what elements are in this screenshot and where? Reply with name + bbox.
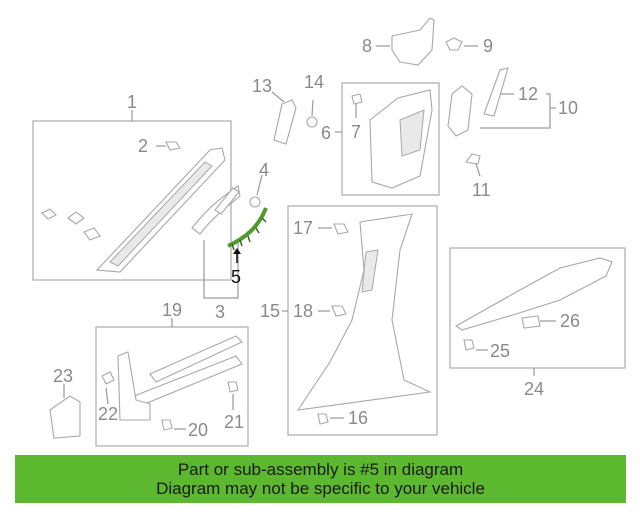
clip-17: [333, 223, 349, 235]
clip-part: [165, 141, 181, 151]
callout-6: 6: [321, 123, 331, 143]
clip-part: [83, 227, 101, 241]
callout-24: 24: [524, 379, 544, 399]
callout-15: 15: [260, 301, 280, 321]
clip-21: [227, 381, 239, 393]
clip-25: [463, 339, 475, 351]
callout-26: 26: [560, 311, 580, 331]
leader-13: [271, 91, 285, 103]
callout-10: 10: [558, 98, 578, 118]
screw-14: [306, 116, 318, 128]
group-box-24: [449, 247, 626, 369]
callout-8: 8: [362, 36, 372, 56]
pillar-trim-1-inner: [109, 161, 213, 267]
bracket-8: [391, 17, 435, 66]
callout-13: 13: [252, 76, 272, 96]
info-banner: Part or sub-assembly is #5 in diagram Di…: [15, 455, 626, 503]
screw-11: [465, 153, 481, 165]
leader-5-arrow: [233, 248, 241, 254]
b-pillar-15: [296, 213, 432, 411]
leader-10: [480, 93, 551, 129]
sill-plate-19c: [117, 351, 151, 421]
leader-3: [203, 240, 239, 299]
callout-2: 2: [138, 136, 148, 156]
callout-21: 21: [224, 412, 244, 432]
callout-22: 22: [98, 404, 118, 424]
callout-19: 19: [162, 300, 182, 320]
callout-1: 1: [127, 92, 137, 112]
bracket-13: [273, 99, 297, 145]
callout-3: 3: [215, 302, 225, 322]
trim-part-3b: [214, 187, 240, 215]
clip-part: [67, 211, 85, 225]
leader-11: [475, 163, 481, 177]
group-box-6: [341, 82, 440, 196]
callout-7: 7: [351, 122, 361, 142]
callout-12: 12: [518, 84, 538, 104]
sill-plate-19a: [149, 335, 243, 383]
callout-18: 18: [293, 301, 313, 321]
clip-22: [101, 371, 115, 385]
callout-11: 11: [472, 180, 491, 200]
clip-part: [41, 208, 57, 220]
callout-4: 4: [259, 160, 269, 180]
banner-line-1: Part or sub-assembly is #5 in diagram: [177, 460, 464, 479]
group-box-15: [287, 205, 438, 436]
callout-23: 23: [53, 366, 73, 386]
callout-14: 14: [304, 72, 324, 92]
clip-9: [445, 37, 463, 51]
clip-16: [317, 413, 329, 425]
leader-4: [256, 174, 263, 196]
b-pillar-15-inner: [361, 249, 379, 293]
callout-17: 17: [293, 218, 313, 238]
clip-20: [161, 419, 173, 431]
weatherstrip-5-tabs: [231, 217, 267, 251]
leader-22: [105, 387, 109, 405]
panel-24: [454, 257, 613, 331]
clip-26: [521, 315, 541, 329]
callout-20: 20: [188, 420, 208, 440]
leader-14: [311, 99, 314, 117]
callout-25: 25: [490, 341, 510, 361]
trim-piece-12: [483, 67, 509, 117]
callout-5: 5: [231, 267, 241, 287]
clip-18: [331, 305, 347, 317]
trim-piece-10: [447, 85, 473, 137]
banner-line-2: Diagram may not be specific to your vehi…: [156, 479, 485, 498]
callout-16: 16: [348, 408, 368, 428]
clip-7: [351, 93, 363, 105]
callout-9: 9: [483, 36, 493, 56]
weatherstrip-5: [227, 207, 268, 248]
screw-4: [249, 196, 261, 208]
trim-23: [49, 395, 81, 439]
pillar-trim-6-inner: [399, 109, 425, 157]
